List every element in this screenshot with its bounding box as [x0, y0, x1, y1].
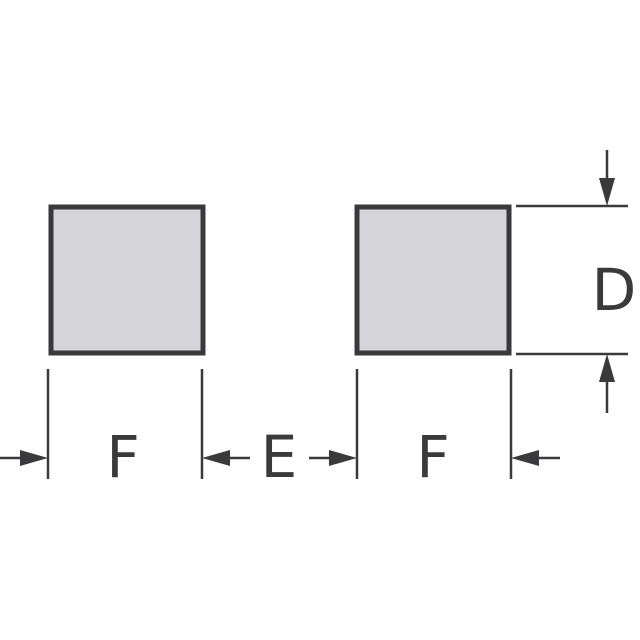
- arrow-left-outer: [0, 450, 48, 466]
- left-pad: [48, 204, 206, 356]
- arrow-up-bottom: [599, 354, 615, 413]
- arrow-right-outer: [511, 450, 560, 466]
- arrow-gap-left: [202, 450, 250, 466]
- label-d: D: [592, 256, 637, 324]
- right-pad: [354, 204, 512, 356]
- arrow-gap-right: [309, 450, 357, 466]
- label-f-left: F: [106, 423, 139, 491]
- label-e: E: [261, 423, 298, 491]
- label-f-right: F: [416, 423, 449, 491]
- arrow-down-top: [599, 150, 615, 206]
